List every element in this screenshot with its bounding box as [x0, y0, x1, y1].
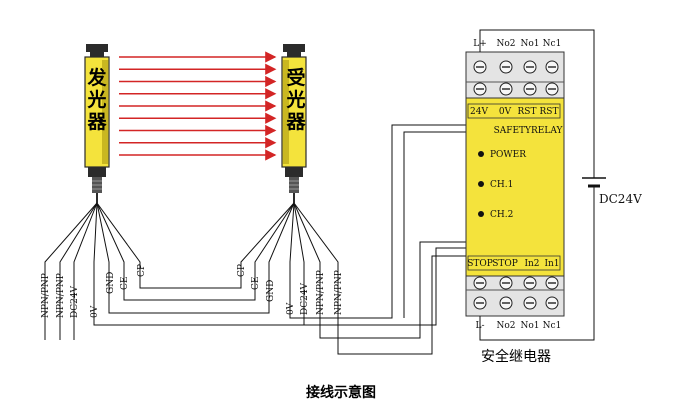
relay-bottom-label-nc1: Nc1: [543, 321, 562, 331]
receiver-char-1: 受: [286, 66, 305, 89]
emitter-wire-ce: [96, 202, 295, 301]
safety-relay: L+ No2 No1 Nc1 24V 0V RST RST SAFETYRELA…: [465, 39, 565, 365]
receiver-cap-neck: [287, 52, 301, 57]
label-npn-pnp-1: NPN/PNP: [41, 273, 51, 318]
receiver-base: [285, 167, 303, 177]
label-0v: 0V: [286, 302, 296, 315]
relay-name: 安全继电器: [481, 348, 551, 365]
relay-model-label: SAFETYRELAY: [494, 126, 564, 136]
relay-inner-label-24v: 24V: [470, 107, 488, 117]
ch2-indicator-label: CH.2: [490, 210, 513, 220]
emitter-wire-dc24v: [73, 202, 98, 340]
power-indicator-led: [478, 151, 484, 157]
label-npn-pnp-2: NPN/PNP: [334, 270, 344, 315]
label-cp: CP: [237, 264, 247, 277]
relay-top-label-nc1: Nc1: [543, 39, 562, 49]
relay-inner-label-in1: In1: [544, 259, 559, 269]
relay-body: [465, 97, 565, 277]
receiver-wire-labels: CP CE GND 0V DC24V NPN/PNP NPN/PNP: [237, 264, 344, 315]
emitter-wire-labels: NPN/PNP NPN/PNP DC24V 0V GND CE CP: [41, 264, 147, 318]
relay-inner-label-rst2: RST: [540, 107, 559, 117]
power-indicator-label: POWER: [490, 150, 526, 160]
relay-bottom-label-no1: No1: [520, 321, 539, 331]
label-npn-pnp-1: NPN/PNP: [316, 270, 326, 315]
receiver-sensor: 受 光 器: [281, 44, 307, 203]
emitter-wire-npn2: [59, 202, 98, 340]
label-ce: CE: [120, 277, 130, 290]
emitter-char-3: 器: [86, 111, 107, 133]
emitter-base: [88, 167, 106, 177]
label-gnd: GND: [266, 280, 276, 302]
relay-inner-label-rst1: RST: [518, 107, 537, 117]
relay-24v-link: [403, 116, 475, 318]
label-dc24v: DC24V: [300, 282, 310, 315]
relay-inner-label-stop2: STOP: [492, 259, 518, 269]
emitter-wire-gnd: [96, 202, 295, 314]
relay-inner-label-in2: In2: [524, 259, 539, 269]
receiver-top-cap: [283, 44, 305, 52]
label-ce: CE: [251, 277, 261, 290]
emitter-char-1: 发: [86, 66, 107, 89]
emitter-wire-npn1: [44, 202, 98, 340]
receiver-wire-dc24v: [293, 202, 305, 325]
ch1-indicator-label: CH.1: [490, 180, 513, 190]
relay-top-label-no1: No1: [520, 39, 539, 49]
label-gnd: GND: [106, 272, 116, 294]
emitter-window: [102, 60, 108, 164]
ch2-indicator-led: [478, 211, 484, 217]
emitter-wire-cp: [96, 202, 295, 289]
supply-voltage-label: DC24V: [599, 192, 642, 206]
label-cp: CP: [137, 264, 147, 277]
light-beams: [119, 51, 277, 161]
emitter-sensor: 发 光 器: [84, 44, 110, 203]
ch1-indicator-led: [478, 181, 484, 187]
relay-inner-label-0v: 0V: [499, 107, 512, 117]
supply-wire-negative: [479, 186, 595, 341]
label-0v: 0V: [90, 305, 100, 318]
supply-wire-positive: [479, 29, 595, 178]
relay-inner-label-stop1: STOP: [467, 259, 493, 269]
label-npn-pnp-2: NPN/PNP: [56, 273, 66, 318]
label-dc24v: DC24V: [70, 285, 80, 318]
relay-inner-top-box: [467, 103, 561, 119]
emitter-cap-neck: [90, 52, 104, 57]
receiver-window: [283, 60, 289, 164]
dc-power-supply: DC24V: [479, 29, 642, 341]
emitter-top-cap: [86, 44, 108, 52]
relay-top-label-no2: No2: [496, 39, 515, 49]
receiver-char-3: 器: [285, 111, 306, 133]
receiver-char-2: 光: [285, 88, 305, 111]
diagram-caption: 接线示意图: [306, 384, 376, 401]
relay-inner-bottom-box: [467, 255, 561, 271]
relay-bottom-label-no2: No2: [496, 321, 515, 331]
emitter-char-2: 光: [86, 88, 106, 111]
